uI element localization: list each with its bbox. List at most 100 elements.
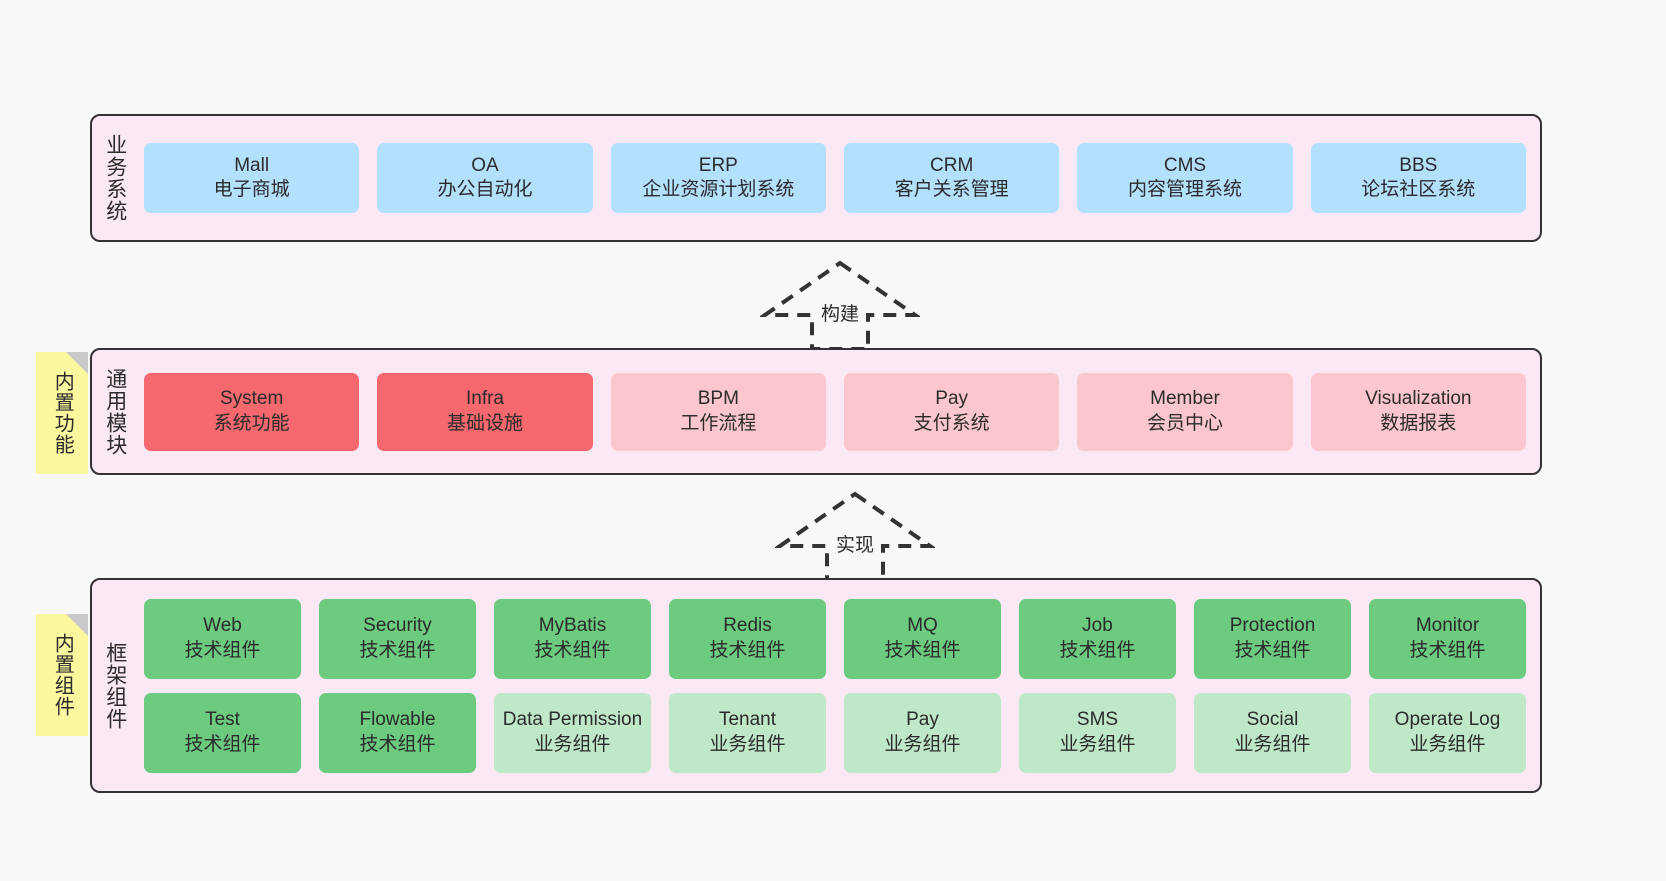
module-card-cn: 技术组件 <box>359 639 436 661</box>
module-card-en: Member <box>1150 388 1220 410</box>
module-card-en: Security <box>363 615 432 637</box>
module-card-cn: 论坛社区系统 <box>1361 179 1476 200</box>
module-card-job[interactable]: Job 技术组件 <box>1019 598 1176 679</box>
module-card-cn: 办公自动化 <box>437 179 533 200</box>
module-card-security[interactable]: Security 技术组件 <box>319 598 476 679</box>
module-card-cn: 技术组件 <box>534 639 611 661</box>
module-card-en: Data Permission <box>502 709 643 731</box>
module-card-en: ERP <box>698 154 738 176</box>
layer-row: System 系统功能 Infra 基础设施 BPM 工作流程 Pay 支付系统… <box>144 372 1526 451</box>
layer-title-common: 通用模块 <box>103 367 127 456</box>
module-card-pay[interactable]: Pay 支付系统 <box>843 372 1060 451</box>
module-card-en: Web <box>203 615 242 637</box>
note-label: 内置功能 <box>51 371 74 455</box>
module-card-oa[interactable]: OA 办公自动化 <box>377 143 593 213</box>
module-card-en: Monitor <box>1415 615 1480 637</box>
module-card-cn: 业务组件 <box>884 733 961 755</box>
module-card-mybatis[interactable]: MyBatis 技术组件 <box>494 598 651 679</box>
layer-row: Mall 电子商城 OA 办公自动化 ERP 企业资源计划系统 CRM 客户关系… <box>144 143 1526 213</box>
layer-business-system: 业务系统 Mall 电子商城 OA 办公自动化 ERP 企业资源计划系统 CRM… <box>90 114 1542 242</box>
module-card-cn: 企业资源计划系统 <box>642 179 795 200</box>
layer-framework-component: 框架组件 Web 技术组件 Security 技术组件 MyBatis 技术组件… <box>90 578 1542 793</box>
module-card-tenant[interactable]: Tenant 业务组件 <box>669 692 826 773</box>
module-card-en: Pay <box>906 709 939 731</box>
module-card-redis[interactable]: Redis 技术组件 <box>669 598 826 679</box>
module-card-en: Pay <box>935 388 969 410</box>
module-card-cn: 基础设施 <box>446 412 523 434</box>
module-card-cn: 业务组件 <box>709 733 786 755</box>
module-card-en: OA <box>471 154 499 176</box>
module-card-visualization[interactable]: Visualization 数据报表 <box>1310 372 1526 451</box>
module-card-en: MQ <box>907 615 938 637</box>
note-builtin-components: 内置组件 <box>36 614 88 736</box>
module-card-cn: 技术组件 <box>1059 639 1136 661</box>
module-card-cn: 技术组件 <box>184 733 261 755</box>
layer-body-common: System 系统功能 Infra 基础设施 BPM 工作流程 Pay 支付系统… <box>138 350 1540 473</box>
note-label: 内置组件 <box>51 633 74 717</box>
note-builtin-features: 内置功能 <box>36 352 88 474</box>
module-card-system[interactable]: System 系统功能 <box>144 372 360 451</box>
module-card-data-permission[interactable]: Data Permission 业务组件 <box>494 692 651 773</box>
module-card-cn: 电子商城 <box>213 179 290 200</box>
layer-common-module: 通用模块 System 系统功能 Infra 基础设施 BPM 工作流程 Pay… <box>90 348 1542 475</box>
module-card-cn: 支付系统 <box>913 412 990 434</box>
module-card-en: Social <box>1246 709 1299 731</box>
module-card-cn: 技术组件 <box>709 639 786 661</box>
module-card-bpm[interactable]: BPM 工作流程 <box>610 372 826 451</box>
module-card-en: SMS <box>1076 709 1119 731</box>
module-card-flowable[interactable]: Flowable 技术组件 <box>319 692 476 773</box>
layer-title-business: 业务系统 <box>103 134 127 222</box>
module-card-erp[interactable]: ERP 企业资源计划系统 <box>610 143 826 213</box>
module-card-en: MyBatis <box>538 615 607 637</box>
layer-row: Test 技术组件 Flowable 技术组件 Data Permission … <box>144 692 1526 773</box>
module-card-cn: 数据报表 <box>1380 412 1457 434</box>
module-card-protection[interactable]: Protection 技术组件 <box>1194 598 1351 679</box>
module-card-monitor[interactable]: Monitor 技术组件 <box>1369 598 1526 679</box>
module-card-mall[interactable]: Mall 电子商城 <box>144 143 360 213</box>
module-card-en: BPM <box>697 388 739 410</box>
module-card-bbs[interactable]: BBS 论坛社区系统 <box>1310 143 1526 213</box>
module-card-cn: 技术组件 <box>184 639 261 661</box>
module-card-infra[interactable]: Infra 基础设施 <box>377 372 593 451</box>
module-card-cms[interactable]: CMS 内容管理系统 <box>1077 143 1293 213</box>
module-card-en: Job <box>1082 615 1113 637</box>
module-card-cn: 业务组件 <box>534 733 611 755</box>
module-card-cn: 客户关系管理 <box>894 179 1009 200</box>
module-card-en: Test <box>205 709 240 731</box>
arrow-build: 构建 <box>760 259 920 351</box>
module-card-member[interactable]: Member 会员中心 <box>1077 372 1293 451</box>
module-card-cn: 内容管理系统 <box>1127 179 1242 200</box>
layer-body-frame: Web 技术组件 Security 技术组件 MyBatis 技术组件 Redi… <box>138 580 1540 791</box>
module-card-test[interactable]: Test 技术组件 <box>144 692 301 773</box>
layer-row: Web 技术组件 Security 技术组件 MyBatis 技术组件 Redi… <box>144 598 1526 679</box>
module-card-cn: 工作流程 <box>680 412 757 434</box>
module-card-en: Flowable <box>359 709 436 731</box>
module-card-cn: 技术组件 <box>1234 639 1311 661</box>
module-card-cn: 技术组件 <box>359 733 436 755</box>
module-card-crm[interactable]: CRM 客户关系管理 <box>843 143 1060 213</box>
module-card-cn: 业务组件 <box>1234 733 1311 755</box>
module-card-operate-log[interactable]: Operate Log 业务组件 <box>1369 692 1526 773</box>
module-card-sms[interactable]: SMS 业务组件 <box>1019 692 1176 773</box>
module-card-en: Redis <box>723 615 772 637</box>
module-card-cn: 系统功能 <box>213 412 290 434</box>
arrow-implement: 实现 <box>775 490 935 582</box>
module-card-en: Operate Log <box>1394 709 1501 731</box>
layer-title-frame: 框架组件 <box>103 641 127 730</box>
module-card-en: Protection <box>1229 615 1316 637</box>
module-card-cn: 技术组件 <box>884 639 961 661</box>
module-card-mq[interactable]: MQ 技术组件 <box>844 598 1001 679</box>
module-card-en: Mall <box>234 154 270 176</box>
module-card-en: CRM <box>930 154 974 176</box>
layer-body-business: Mall 电子商城 OA 办公自动化 ERP 企业资源计划系统 CRM 客户关系… <box>138 116 1540 240</box>
module-card-cn: 业务组件 <box>1409 733 1486 755</box>
module-card-en: Visualization <box>1365 388 1472 410</box>
module-card-en: Tenant <box>718 709 777 731</box>
module-card-pay-component[interactable]: Pay 业务组件 <box>844 692 1001 773</box>
module-card-web[interactable]: Web 技术组件 <box>144 598 301 679</box>
module-card-cn: 技术组件 <box>1409 639 1486 661</box>
module-card-en: System <box>219 388 284 410</box>
module-card-social[interactable]: Social 业务组件 <box>1194 692 1351 773</box>
module-card-en: Infra <box>465 388 504 410</box>
